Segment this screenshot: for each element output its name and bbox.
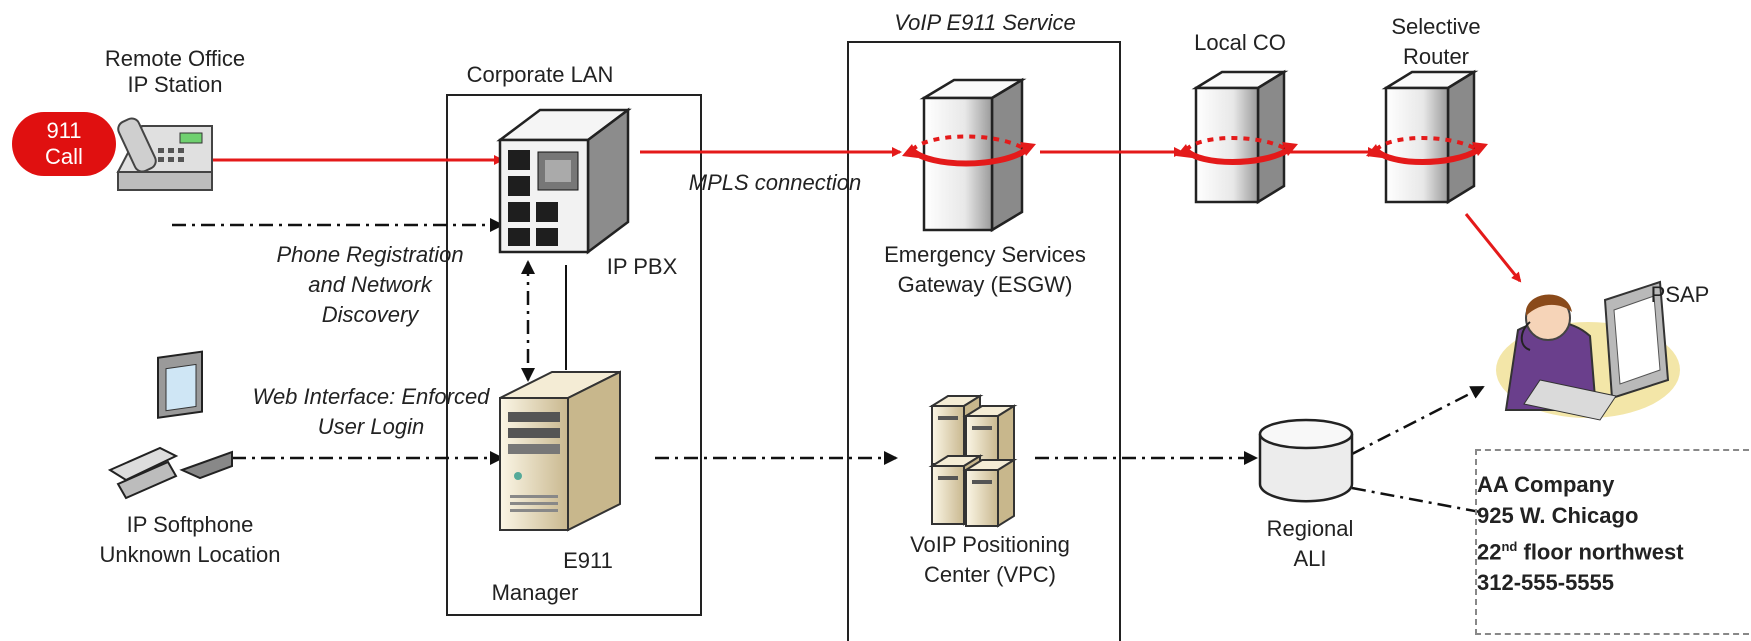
ip-pbx-label: IP PBX (606, 254, 678, 279)
voip-e911-service-box (847, 41, 1121, 641)
tower-server-icon (1176, 69, 1298, 205)
call-path (210, 147, 1522, 283)
corporate-lan-box (446, 94, 702, 616)
vpc-line-2: Center (VPC) (923, 562, 1057, 587)
server-cluster-icon (928, 394, 1018, 528)
badge-line-2: Call (45, 144, 83, 169)
phone-registration-line-2: and Network (308, 272, 432, 297)
emergency-call-badge: 911 Call (12, 112, 116, 176)
tower-server-icon (902, 77, 1036, 233)
selective-router-label: Selective Router (1366, 12, 1506, 72)
phone-registration-label: Phone Registration and Network Discovery (250, 240, 490, 330)
esgw-line-1: Emergency Services (884, 242, 1086, 267)
web-interface-label: Web Interface: Enforced User Login (226, 382, 516, 442)
ali-floor-number: 22 (1477, 539, 1502, 565)
web-interface-line-1: Web Interface: Enforced (252, 384, 490, 409)
selective-router-line-1: Selective (1391, 14, 1481, 39)
tower-server-icon (1366, 69, 1488, 205)
pbx-icon (496, 107, 632, 255)
corporate-lan-label: Corporate LAN (466, 62, 614, 87)
selective-router-line-2: Router (1402, 44, 1470, 69)
manager-label: Manager (491, 580, 579, 605)
ali-floor-text: floor northwest (1517, 539, 1684, 565)
remote-office-line-1: Remote Office (104, 46, 246, 71)
ali-floor: 22nd floor northwest (1477, 531, 1684, 567)
ip-softphone-line-1: IP Softphone (126, 512, 254, 537)
remote-office-line-2: IP Station (127, 72, 223, 97)
psap-label: PSAP (1650, 282, 1710, 307)
phone-registration-line-3: Discovery (321, 302, 419, 327)
softphone-icon (107, 350, 233, 500)
ali-company: AA Company (1477, 472, 1615, 497)
database-icon (1258, 418, 1354, 503)
regional-ali-line-2: ALI (1293, 546, 1327, 571)
ali-phone: 312-555-5555 (1477, 570, 1615, 596)
ali-street: 925 W. Chicago (1477, 503, 1639, 528)
data-paths (172, 218, 1485, 514)
phone-registration-line-1: Phone Registration (276, 242, 464, 267)
regional-ali-label: Regional ALI (1250, 514, 1370, 574)
mpls-connection-label: MPLS connection (688, 170, 862, 195)
voip-e911-service-label: VoIP E911 Service (894, 10, 1076, 35)
operator-icon (1496, 280, 1680, 421)
remote-office-label: Remote Office IP Station (80, 46, 270, 98)
ali-floor-suffix: nd (1501, 539, 1518, 554)
web-interface-line-2: User Login (317, 414, 425, 439)
vpc-line-1: VoIP Positioning (910, 532, 1070, 557)
ip-softphone-line-2: Unknown Location (99, 542, 281, 567)
manager-server-icon (499, 370, 621, 532)
ali-record-card: AA Company 925 W. Chicago 22nd floor nor… (1475, 449, 1749, 635)
vpc-label: VoIP Positioning Center (VPC) (870, 530, 1110, 590)
badge-line-1: 911 (46, 118, 82, 143)
esgw-label: Emergency Services Gateway (ESGW) (850, 240, 1120, 300)
local-co-label: Local CO (1194, 30, 1286, 55)
ip-softphone-label: IP Softphone Unknown Location (80, 510, 300, 570)
phone-icon (116, 117, 213, 191)
e911-label: E911 (563, 548, 613, 573)
esgw-line-2: Gateway (ESGW) (897, 272, 1073, 297)
regional-ali-line-1: Regional (1266, 516, 1354, 541)
